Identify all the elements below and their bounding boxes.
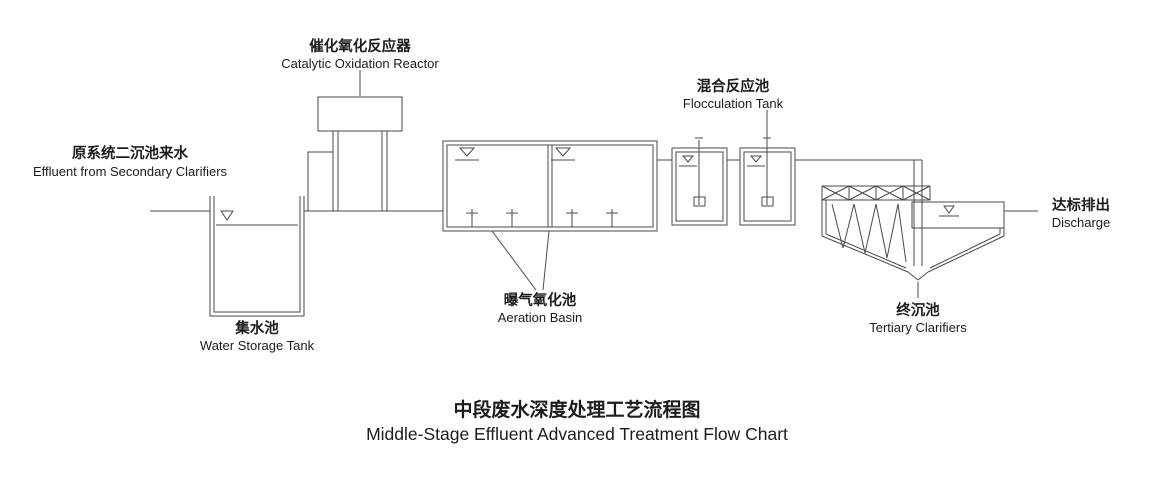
flocculation-tank-label-en: Flocculation Tank [683,96,784,111]
flocculation-tank-shape [671,110,796,226]
basin-inner-wall [446,144,654,228]
tertiary-clarifier-shape [821,160,1005,298]
basin-label-leaders [491,230,550,291]
influent-label-en: Effluent from Secondary Clarifiers [33,164,228,179]
basin-divider [547,145,553,227]
clarifier-scraper-zigzag [831,203,907,263]
diagram-title-en: Middle-Stage Effluent Advanced Treatment… [366,424,788,444]
water-level-icon [216,210,298,226]
aeration-basin-shape [442,140,658,291]
pipe-network [150,159,1038,212]
storage-tank-label-en: Water Storage Tank [200,338,315,353]
water-storage-tank-shape [209,196,305,317]
discharge-label-en: Discharge [1052,215,1111,230]
storage-tank-label-zh: 集水池 [234,319,279,337]
water-level-icon [455,147,575,161]
discharge-label-zh: 达标排出 [1052,196,1110,214]
aeration-basin-label-en: Aeration Basin [498,310,583,325]
aeration-basin-label-zh: 曝气氧化池 [504,291,577,309]
mixer-icon [693,137,774,207]
reactor-label-en: Catalytic Oxidation Reactor [281,56,439,71]
reactor-head [317,96,403,132]
aerator-diffuser-icon [466,209,618,227]
tank-outer-wall [209,196,305,317]
clarifier-feed-column [913,160,923,266]
flocculation-tank-label-zh: 混合反应池 [697,77,770,95]
water-level-icon [939,205,959,217]
influent-label-zh: 原系统二沉池来水 [72,144,188,162]
pipe-lines [150,159,1038,212]
catalytic-oxidation-reactor-shape [307,70,403,211]
flocculation-tank-walls [671,147,796,226]
reactor-column [332,131,388,211]
clarifier-bridge-bracing [821,185,931,201]
water-level-icon [679,155,765,167]
tertiary-clarifier-label-en: Tertiary Clarifiers [869,320,967,335]
clarifier-walls [821,200,1005,281]
reactor-label-zh: 催化氧化反应器 [309,37,411,55]
tertiary-clarifier-label-zh: 终沉池 [896,301,940,319]
basin-outer-wall [442,140,658,232]
tank-inner-wall [213,196,301,313]
clarifier-launder-box [911,201,1005,229]
diagram-title-zh: 中段废水深度处理工艺流程图 [453,398,700,421]
reactor-inlet-pipe [307,151,333,211]
